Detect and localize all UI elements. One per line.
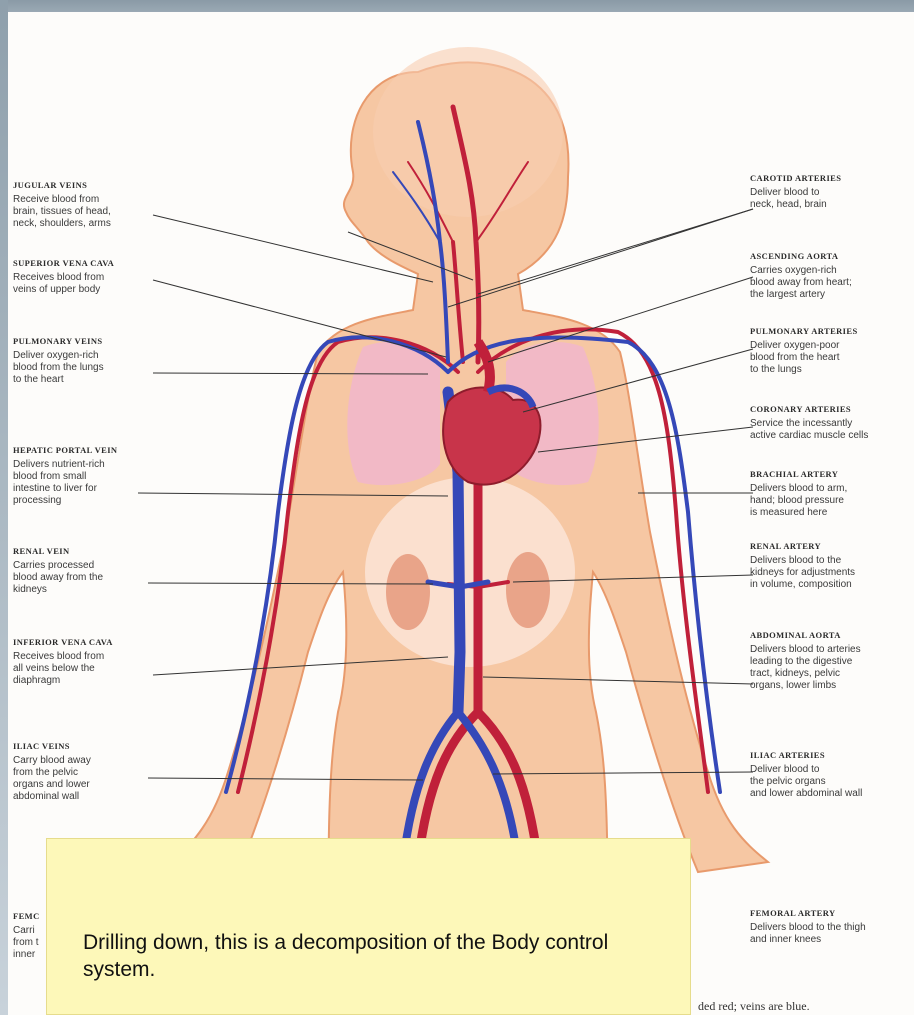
label-iliac-veins: ILIAC VEINS Carry blood away from the pe… (13, 740, 91, 803)
window-frame-top (0, 0, 914, 12)
label-pulmonary-veins: PULMONARY VEINS Deliver oxygen-rich bloo… (13, 335, 104, 386)
label-coronary-arteries: CORONARY ARTERIES Service the incessantl… (750, 403, 868, 442)
label-desc: Delivers blood to the thigh and inner kn… (750, 922, 866, 946)
label-desc: Delivers blood to the kidneys for adjust… (750, 555, 855, 591)
label-title: PULMONARY VEINS (13, 335, 104, 347)
label-desc: Delivers blood to arm, hand; blood press… (750, 483, 847, 519)
label-title: RENAL VEIN (13, 545, 103, 557)
label-title: INFERIOR VENA CAVA (13, 636, 113, 648)
label-title: FEMC (13, 910, 40, 922)
label-desc: Receive blood from brain, tissues of hea… (13, 194, 111, 230)
label-femoral-artery: FEMORAL ARTERY Delivers blood to the thi… (750, 907, 866, 946)
label-desc: Service the incessantly active cardiac m… (750, 418, 868, 442)
label-desc: Deliver oxygen-rich blood from the lungs… (13, 350, 104, 386)
label-desc: Deliver blood to neck, head, brain (750, 187, 841, 211)
label-brachial-artery: BRACHIAL ARTERY Delivers blood to arm, h… (750, 468, 847, 519)
label-title: RENAL ARTERY (750, 540, 855, 552)
right-kidney (506, 552, 550, 628)
window-frame-left (0, 0, 8, 1015)
label-title: ILIAC ARTERIES (750, 749, 862, 761)
label-desc: Deliver blood to the pelvic organs and l… (750, 764, 862, 800)
label-desc: Carries processed blood away from the ki… (13, 560, 103, 596)
label-jugular-veins: JUGULAR VEINS Receive blood from brain, … (13, 179, 111, 230)
label-inferior-vena-cava: INFERIOR VENA CAVA Receives blood from a… (13, 636, 113, 687)
label-desc: Deliver oxygen-poor blood from the heart… (750, 340, 858, 376)
label-title: BRACHIAL ARTERY (750, 468, 847, 480)
label-title: ABDOMINAL AORTA (750, 629, 861, 641)
label-desc: Receives blood from all veins below the … (13, 651, 113, 687)
sticky-note-text: Drilling down, this is a decomposition o… (83, 929, 683, 983)
label-title: JUGULAR VEINS (13, 179, 111, 191)
label-abdominal-aorta: ABDOMINAL AORTA Delivers blood to arteri… (750, 629, 861, 692)
label-ascending-aorta: ASCENDING AORTA Carries oxygen-rich bloo… (750, 250, 852, 301)
label-desc: Delivers nutrient-rich blood from small … (13, 459, 117, 507)
label-femoral-vein: FEMC Carri from t inner (13, 910, 40, 961)
label-iliac-arteries: ILIAC ARTERIES Deliver blood to the pelv… (750, 749, 862, 800)
label-hepatic-portal-vein: HEPATIC PORTAL VEIN Delivers nutrient-ri… (13, 444, 117, 507)
label-title: HEPATIC PORTAL VEIN (13, 444, 117, 456)
label-title: CAROTID ARTERIES (750, 172, 841, 184)
label-desc: Delivers blood to arteries leading to th… (750, 644, 861, 692)
figure-caption: ded red; veins are blue. (698, 999, 810, 1014)
label-desc: Carri from t inner (13, 925, 40, 961)
label-title: ASCENDING AORTA (750, 250, 852, 262)
label-superior-vena-cava: SUPERIOR VENA CAVA Receives blood from v… (13, 257, 114, 296)
label-renal-vein: RENAL VEIN Carries processed blood away … (13, 545, 103, 596)
label-renal-artery: RENAL ARTERY Delivers blood to the kidne… (750, 540, 855, 591)
label-title: SUPERIOR VENA CAVA (13, 257, 114, 269)
label-title: FEMORAL ARTERY (750, 907, 866, 919)
left-kidney (386, 554, 430, 630)
label-desc: Receives blood from veins of upper body (13, 272, 114, 296)
label-pulmonary-arteries: PULMONARY ARTERIES Deliver oxygen-poor b… (750, 325, 858, 376)
label-title: ILIAC VEINS (13, 740, 91, 752)
label-title: PULMONARY ARTERIES (750, 325, 858, 337)
label-desc: Carries oxygen-rich blood away from hear… (750, 265, 852, 301)
label-title: CORONARY ARTERIES (750, 403, 868, 415)
label-carotid-arteries: CAROTID ARTERIES Deliver blood to neck, … (750, 172, 841, 211)
label-desc: Carry blood away from the pelvic organs … (13, 755, 91, 803)
sticky-note[interactable]: Drilling down, this is a decomposition o… (46, 838, 691, 1015)
